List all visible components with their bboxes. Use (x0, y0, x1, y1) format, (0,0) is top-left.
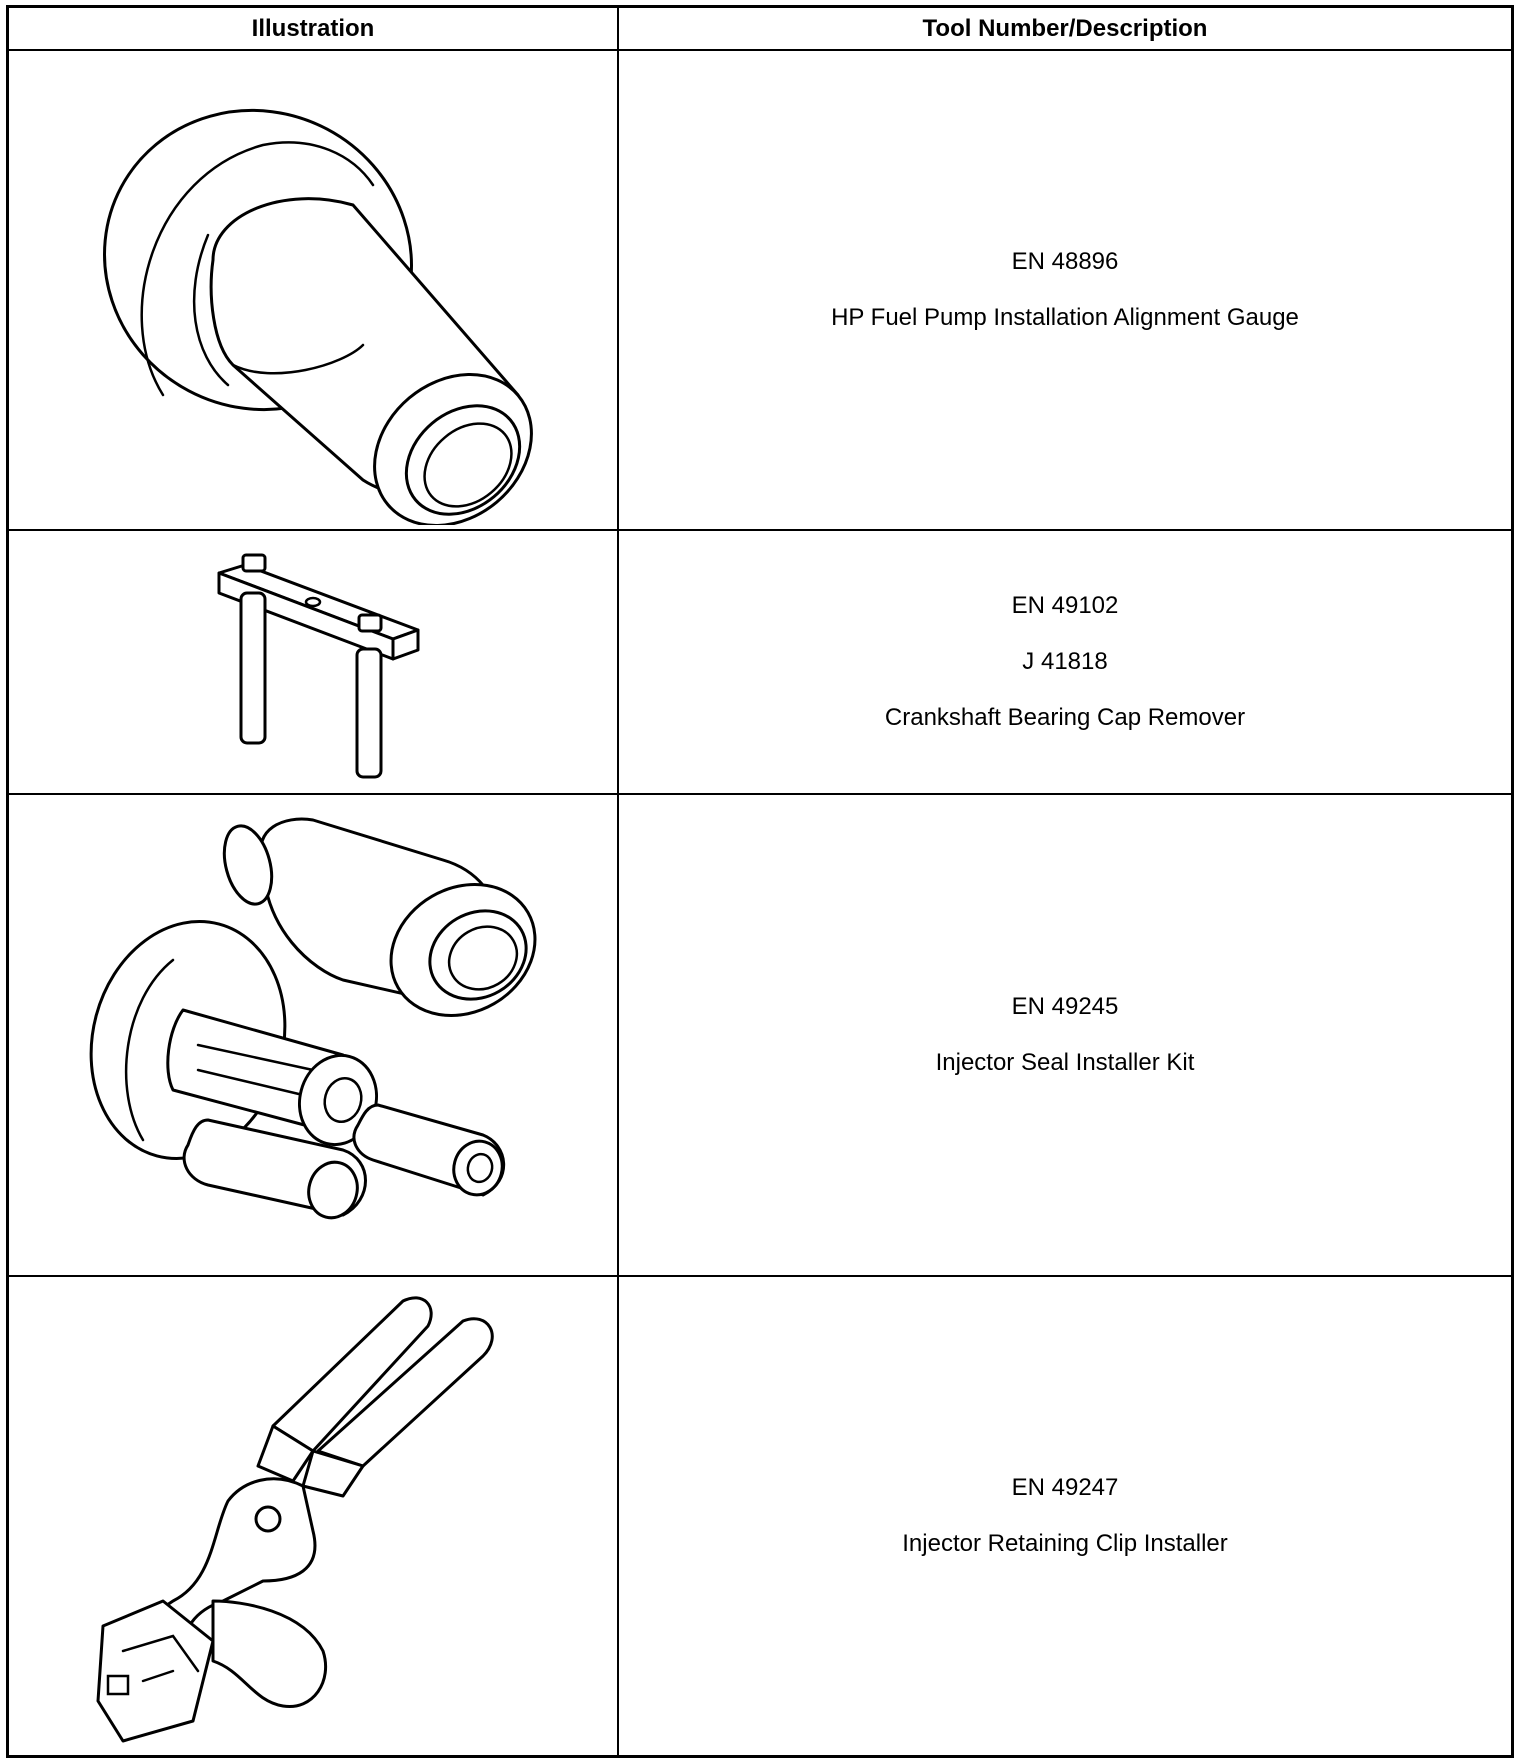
tool-alt-number: J 41818 (1022, 648, 1108, 675)
illustration-cell-1 (9, 51, 619, 531)
tool-number: EN 49245 (1011, 993, 1119, 1020)
header-description: Tool Number/Description (619, 8, 1511, 51)
tool-number: EN 48896 (1011, 248, 1119, 275)
description-cell-3: EN 49245 Injector Seal Installer Kit (619, 795, 1511, 1277)
description-cell-1: EN 48896 HP Fuel Pump Installation Align… (619, 51, 1511, 531)
tool-number: EN 49247 (1011, 1474, 1119, 1501)
alignment-gauge-icon (103, 108, 533, 525)
retaining-clip-installer-icon (96, 1296, 494, 1743)
description-cell-4: EN 49247 Injector Retaining Clip Install… (619, 1277, 1511, 1755)
seal-installer-kit-icon (89, 817, 537, 1220)
tool-table: Illustration Tool Number/Description EN … (6, 5, 1514, 1758)
illustration-cell-3 (9, 795, 619, 1277)
tool-description: HP Fuel Pump Installation Alignment Gaug… (831, 304, 1299, 331)
tool-description: Injector Retaining Clip Installer (902, 1530, 1228, 1557)
illustration-cell-2 (9, 531, 619, 795)
description-cell-2: EN 49102 J 41818 Crankshaft Bearing Cap … (619, 531, 1511, 795)
tool-description: Crankshaft Bearing Cap Remover (884, 704, 1246, 731)
illustration-cell-4 (9, 1277, 619, 1755)
bearing-cap-remover-icon (217, 553, 420, 778)
header-illustration: Illustration (9, 8, 619, 51)
tool-number: EN 49102 (1011, 592, 1119, 619)
tool-description: Injector Seal Installer Kit (935, 1049, 1195, 1076)
